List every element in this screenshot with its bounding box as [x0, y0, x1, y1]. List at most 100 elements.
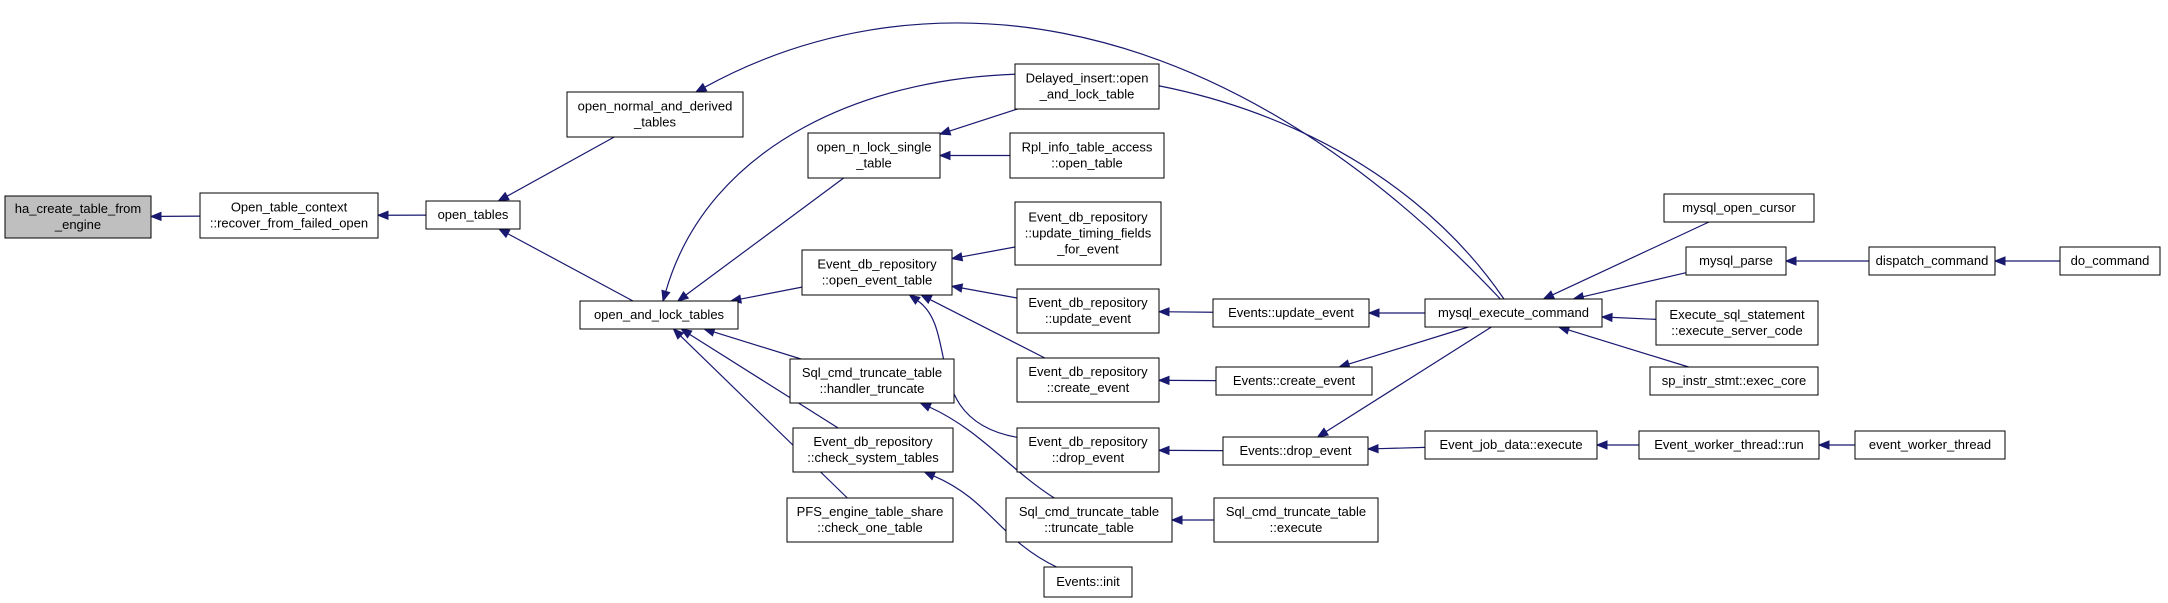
graph-node-n14[interactable]: Event_db_repository::create_event [1016, 357, 1160, 403]
edge-arrowhead [950, 252, 964, 262]
graph-node-n2[interactable]: open_tables [425, 200, 521, 230]
node-box [1655, 300, 1819, 346]
graph-node-n16[interactable]: Sql_cmd_truncate_table::truncate_table [1005, 497, 1173, 543]
node-label: _table [855, 156, 891, 171]
graph-node-n3[interactable]: open_normal_and_derived_tables [566, 91, 744, 138]
node-label: _engine [54, 217, 101, 232]
node-box [1212, 298, 1370, 328]
graph-node-n29[interactable]: dispatch_command [1868, 246, 1996, 276]
edge-arrowhead [923, 471, 936, 481]
node-label: mysql_execute_command [1438, 305, 1589, 320]
graph-node-n27[interactable]: sp_instr_stmt::exec_core [1649, 366, 1819, 396]
graph-node-n7[interactable]: Sql_cmd_truncate_table::handler_truncate [789, 358, 955, 404]
graph-node-n5[interactable]: open_n_lock_single_table [807, 132, 941, 179]
node-box [789, 358, 955, 404]
graph-node-n22[interactable]: mysql_execute_command [1424, 298, 1603, 328]
graph-node-n19[interactable]: Events::create_event [1215, 366, 1373, 396]
graph-node-n26[interactable]: Execute_sql_statement::execute_server_co… [1655, 300, 1819, 346]
edge-n21-to-n16 [1170, 515, 1214, 525]
edge-line [929, 299, 1046, 359]
edge-arrowhead [672, 328, 685, 340]
edge-line [1568, 329, 1689, 368]
edge-arrowhead [1993, 256, 2006, 266]
node-box [1685, 246, 1787, 276]
edge-n3-to-n2 [497, 136, 615, 202]
node-box [801, 249, 953, 296]
node-box [579, 300, 739, 330]
node-label: _tables [633, 115, 676, 130]
node-label: open_n_lock_single [817, 140, 932, 155]
node-label: Events::update_event [1228, 305, 1354, 320]
graph-node-n12[interactable]: Event_db_repository::update_timing_field… [1014, 201, 1162, 266]
graph-node-n8[interactable]: Event_db_repository::check_system_tables [792, 427, 954, 473]
graph-node-n0[interactable]: ha_create_table_from_engine [4, 195, 152, 239]
edge-n6-to-n4 [729, 286, 803, 304]
edge-n1-to-n0 [149, 211, 201, 222]
node-box [1424, 430, 1598, 460]
node-label: open_tables [438, 207, 509, 222]
graph-node-n13[interactable]: Event_db_repository::update_event [1016, 288, 1160, 334]
edge-arrowhead [938, 126, 952, 136]
graph-node-n10[interactable]: Delayed_insert::open_and_lock_table [1014, 63, 1160, 110]
graph-node-n17[interactable]: Events::init [1043, 566, 1133, 598]
edge-n18-to-n13 [1157, 307, 1214, 317]
edge-n11-to-n5 [938, 150, 1010, 161]
edge-n22-to-n19 [1337, 326, 1469, 369]
node-label: open_and_lock_tables [594, 307, 725, 322]
node-box [1638, 430, 1820, 460]
node-label: mysql_open_cursor [1682, 200, 1796, 215]
graph-node-n6[interactable]: Event_db_repository::open_event_table [801, 249, 953, 296]
node-label: Sql_cmd_truncate_table [802, 365, 942, 380]
edge-line [685, 177, 845, 296]
node-box [807, 132, 941, 179]
node-label: ::open_table [1051, 156, 1123, 171]
node-box [786, 497, 954, 543]
edge-n28-to-n23 [1595, 440, 1639, 450]
node-label: ::update_timing_fields [1025, 226, 1152, 241]
edge-line [1325, 326, 1492, 433]
edge-arrowhead [938, 150, 951, 161]
node-box [1016, 427, 1160, 473]
edge-line [961, 287, 1018, 299]
node-label: Events::drop_event [1239, 443, 1351, 458]
node-box [1014, 63, 1160, 110]
graph-node-n28[interactable]: Event_worker_thread::run [1638, 430, 1820, 460]
node-label: ::recover_from_failed_open [210, 216, 368, 231]
edge-line [1552, 221, 1710, 296]
graph-node-n23[interactable]: Event_job_data::execute [1424, 430, 1598, 460]
edge-n22-to-n18 [1367, 308, 1425, 318]
node-label: Execute_sql_statement [1669, 307, 1805, 322]
edge-arrowhead [1784, 256, 1797, 266]
edge-n31-to-n29 [1993, 256, 2060, 266]
edge-arrowhead [1170, 515, 1183, 525]
graph-node-n15[interactable]: Event_db_repository::drop_event [1016, 427, 1160, 473]
graph-node-n20[interactable]: Events::drop_event [1222, 436, 1369, 466]
node-label: Event_db_repository [817, 257, 937, 272]
node-box [1868, 246, 1996, 276]
node-label: dispatch_command [1876, 253, 1989, 268]
edge-line [740, 286, 803, 300]
graph-node-n21[interactable]: Sql_cmd_truncate_table::execute [1213, 497, 1379, 543]
edge-arrowhead [1600, 312, 1613, 323]
edge-n5-to-n4 [676, 177, 845, 302]
graph-node-n18[interactable]: Events::update_event [1212, 298, 1370, 328]
graph-node-n1[interactable]: Open_table_context::recover_from_failed_… [199, 192, 379, 239]
node-label: do_command [2071, 253, 2150, 268]
graph-node-n9[interactable]: PFS_engine_table_share::check_one_table [786, 497, 954, 543]
edge-n10-to-n5 [938, 108, 1018, 136]
edge-arrowhead [497, 228, 511, 239]
graph-node-n4[interactable]: open_and_lock_tables [579, 300, 739, 330]
graph-node-n30[interactable]: event_worker_thread [1854, 430, 2006, 460]
graph-node-n11[interactable]: Rpl_info_table_access::open_table [1009, 132, 1165, 179]
graph-node-n25[interactable]: mysql_parse [1685, 246, 1787, 276]
edge-n30-to-n28 [1817, 440, 1855, 450]
graph-node-n24[interactable]: mysql_open_cursor [1663, 193, 1815, 223]
edge-arrowhead [1542, 290, 1556, 300]
edge-line [1611, 316, 1657, 320]
node-label: Sql_cmd_truncate_table [1226, 504, 1366, 519]
node-box [1213, 497, 1379, 543]
node-box [2059, 246, 2161, 276]
edge-n20-to-n15 [1157, 445, 1224, 456]
edge-n4-to-n2 [497, 228, 634, 302]
graph-node-n31[interactable]: do_command [2059, 246, 2161, 276]
